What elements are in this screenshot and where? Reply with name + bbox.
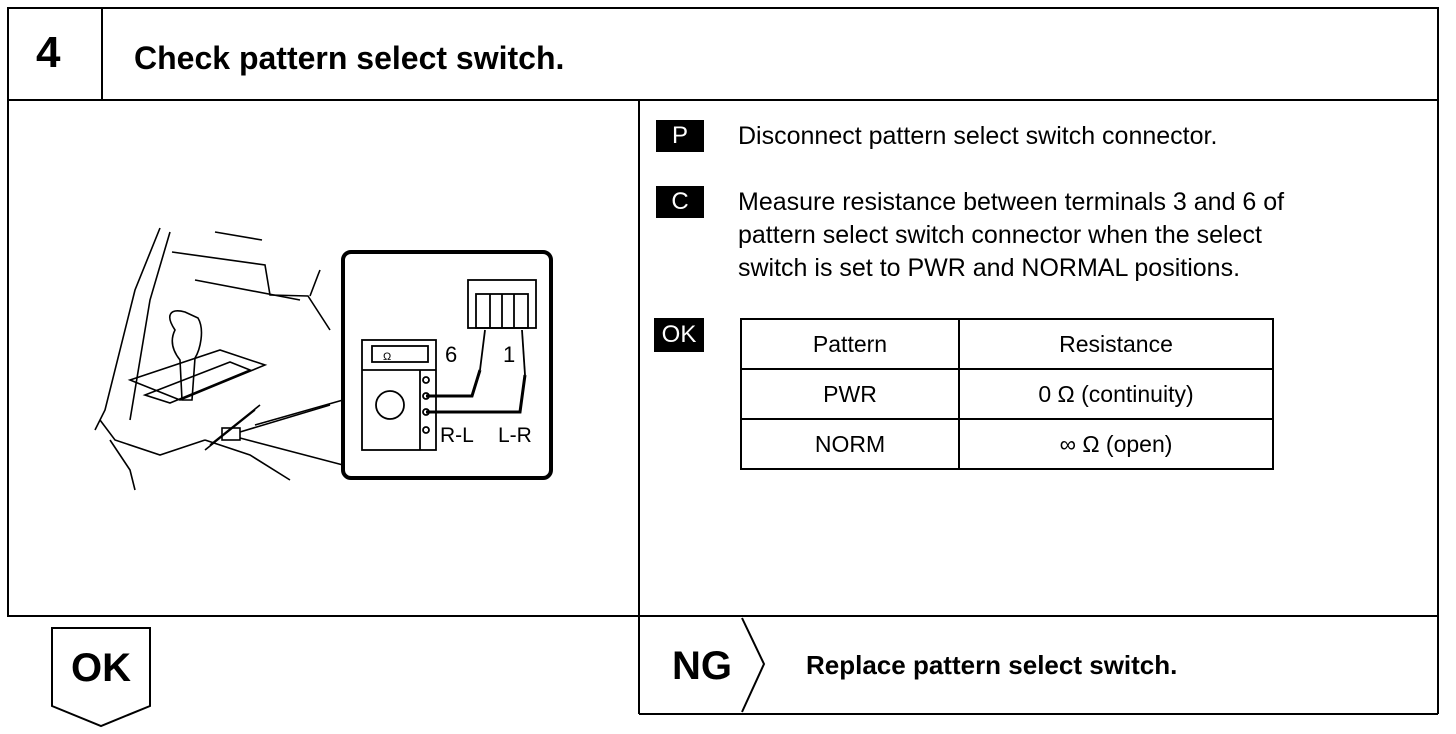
instruction-c: Measure resistance between terminals 3 a… — [738, 186, 1418, 285]
resistance-table: Pattern Resistance PWR 0 Ω (continuity) … — [740, 318, 1274, 470]
instruction-c-line: switch is set to PWR and NORMAL position… — [738, 254, 1241, 282]
probe-rl-label: R-L — [440, 424, 474, 447]
terminal-1-label: 1 — [503, 342, 515, 367]
instruction-c-line: pattern select switch connector when the… — [738, 221, 1262, 249]
instruction-c-line: Measure resistance between terminals 3 a… — [738, 188, 1285, 216]
table-cell: ∞ Ω (open) — [958, 418, 1274, 470]
shifter-illustration: Ω 6 1 R-L L-R — [94, 227, 553, 491]
table-header: Resistance — [958, 318, 1274, 370]
terminal-6-label: 6 — [445, 342, 457, 367]
badge-p: P — [656, 120, 704, 152]
badge-c: C — [656, 186, 704, 218]
ng-action-text: Replace pattern select switch. — [806, 650, 1178, 680]
ohm-symbol: Ω — [383, 351, 391, 363]
ng-result-label: NG — [672, 644, 732, 688]
ok-result-label: OK — [71, 646, 131, 690]
table-header: Pattern — [740, 318, 960, 370]
table-header-row: Pattern Resistance — [740, 318, 1274, 370]
badge-ok: OK — [654, 318, 704, 352]
table-row: NORM ∞ Ω (open) — [740, 418, 1274, 470]
table-row: PWR 0 Ω (continuity) — [740, 368, 1274, 420]
step-number: 4 — [36, 28, 61, 77]
step-title: Check pattern select switch. — [134, 40, 565, 76]
table-cell: 0 Ω (continuity) — [958, 368, 1274, 420]
instruction-p: Disconnect pattern select switch connect… — [738, 122, 1218, 150]
table-cell: PWR — [740, 368, 960, 420]
probe-lr-label: L-R — [498, 424, 532, 447]
table-cell: NORM — [740, 418, 960, 470]
